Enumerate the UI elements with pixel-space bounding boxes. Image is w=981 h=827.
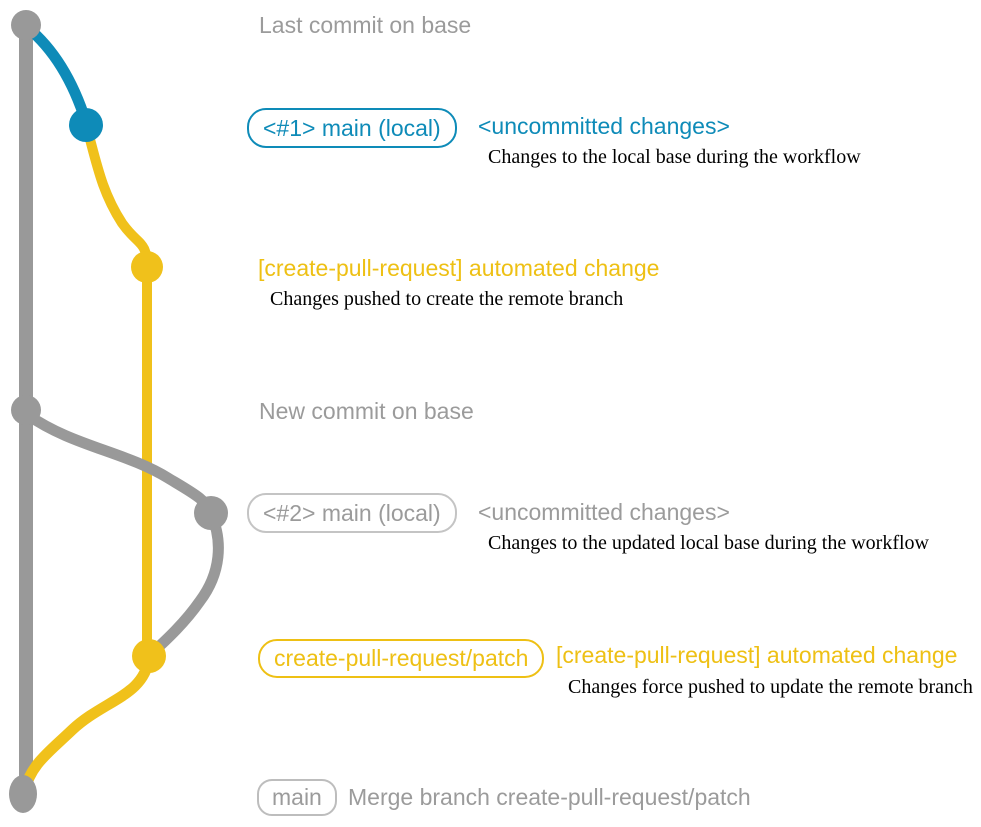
commit-dot-merge: [9, 775, 37, 813]
annotation-automated-2-description: Changes force pushed to update the remot…: [568, 676, 973, 698]
annotation-automated-2-title: [create-pull-request] automated change: [556, 642, 958, 668]
commit-dot-uncommitted-1: [69, 108, 103, 142]
annotation-automated-1-title: [create-pull-request] automated change: [258, 255, 660, 281]
commit-dot-uncommitted-2: [194, 496, 228, 530]
label-merge-message: Merge branch create-pull-request/patch: [348, 784, 751, 810]
updated-local-branch-curve: [22, 409, 224, 660]
annotation-uncommitted-1-title: <uncommitted changes>: [478, 113, 730, 139]
local-main-branch-curve: [21, 21, 92, 128]
annotation-uncommitted-2-description: Changes to the updated local base during…: [488, 532, 929, 554]
merge-into-base-curve: [18, 652, 155, 798]
commit-dot-automated-2: [132, 639, 166, 673]
annotation-uncommitted-2-title: <uncommitted changes>: [478, 499, 730, 525]
annotation-automated-1-description: Changes pushed to create the remote bran…: [270, 288, 624, 310]
annotation-uncommitted-1-description: Changes to the local base during the wor…: [488, 146, 861, 168]
commit-dot-last-base: [11, 10, 41, 40]
badge-main-local-2: <#2> main (local): [247, 493, 457, 533]
badge-main-local-1: <#1> main (local): [247, 108, 457, 148]
commit-dot-new-base: [11, 395, 41, 425]
remote-branch-line: [82, 123, 152, 662]
badge-patch-branch: create-pull-request/patch: [258, 639, 545, 678]
commit-dot-automated-1: [131, 251, 163, 283]
badge-main: main: [257, 779, 337, 816]
label-last-commit-on-base: Last commit on base: [259, 12, 472, 38]
label-new-commit-on-base: New commit on base: [259, 398, 474, 424]
